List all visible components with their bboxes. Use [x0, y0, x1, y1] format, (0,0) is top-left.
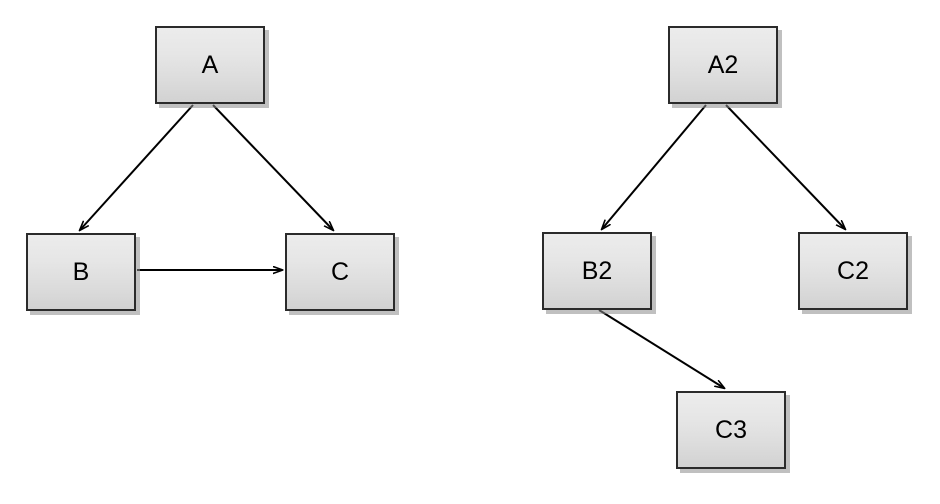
node-label: A: [201, 50, 219, 79]
node-c2[interactable]: C2: [798, 232, 908, 310]
node-label: C: [330, 257, 350, 286]
node-label: C3: [715, 415, 747, 444]
edge-a2-to-b2: [602, 104, 707, 229]
node-a[interactable]: A: [155, 26, 265, 104]
node-b[interactable]: B: [26, 233, 136, 311]
node-c[interactable]: C: [285, 233, 395, 311]
node-a2[interactable]: A2: [668, 26, 778, 104]
node-b2[interactable]: B2: [542, 232, 652, 310]
node-label: A2: [707, 50, 739, 79]
edge-a-to-c: [212, 104, 333, 230]
node-label: C2: [837, 256, 869, 285]
edges-group: [80, 104, 845, 388]
edge-a2-to-c2: [725, 104, 845, 229]
node-c3[interactable]: C3: [676, 391, 786, 469]
edge-a-to-b: [80, 104, 194, 230]
node-label: B2: [581, 256, 613, 285]
node-label: B: [72, 257, 90, 286]
edge-b2-to-c3: [598, 309, 724, 388]
